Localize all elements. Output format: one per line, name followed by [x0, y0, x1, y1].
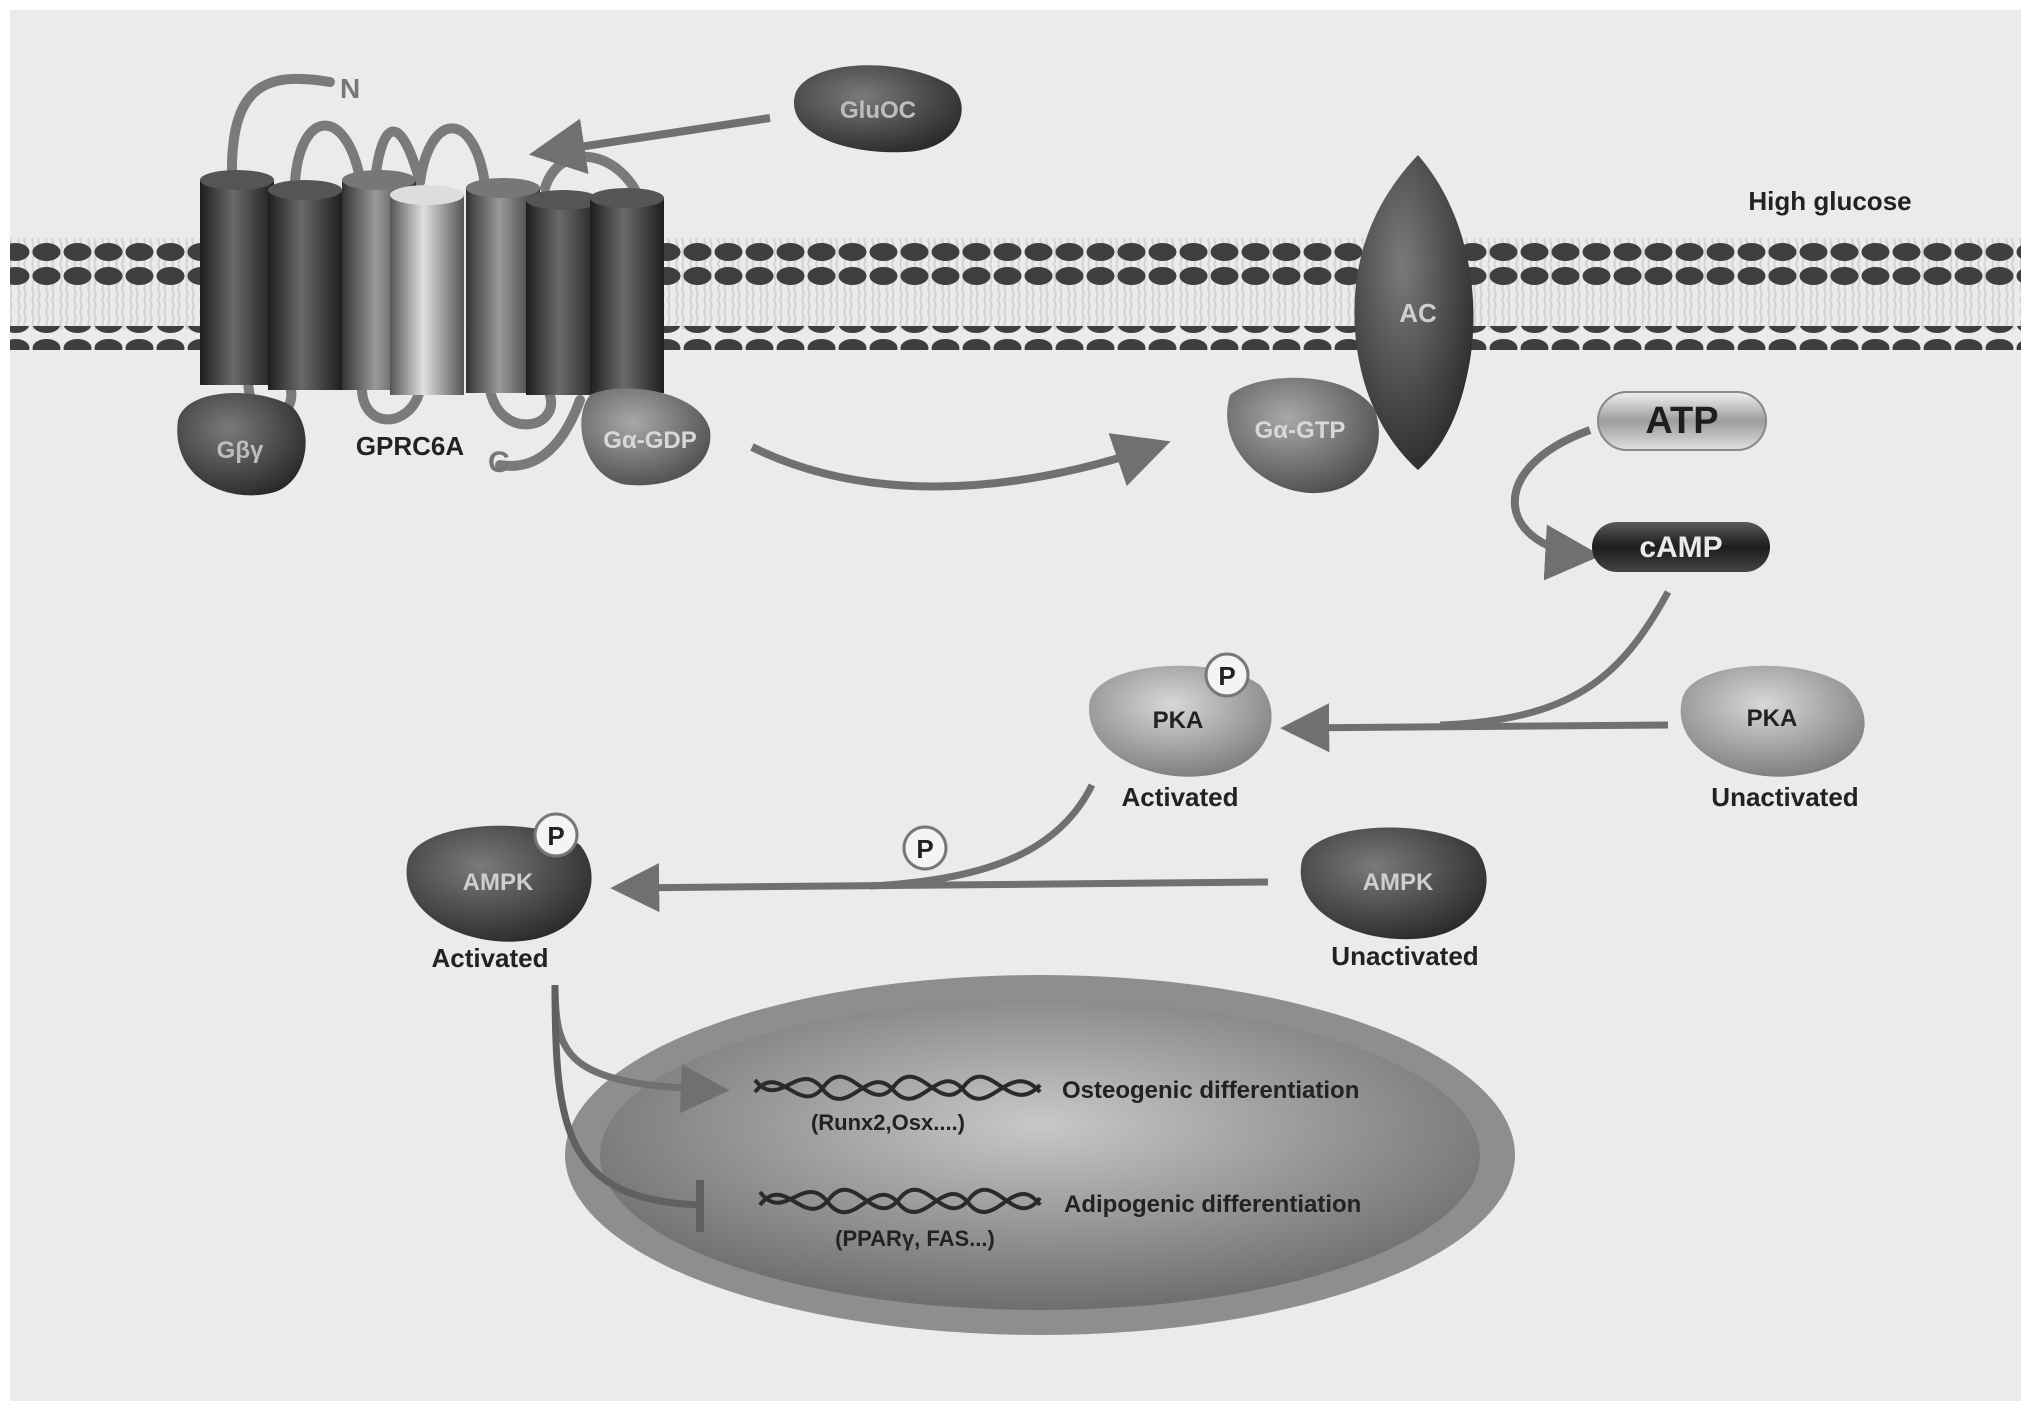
- pka-unactivated: [1680, 665, 1865, 777]
- pka-inactive-label: PKA: [1747, 705, 1798, 732]
- ampk-active-state: Activated: [431, 943, 548, 973]
- adipogenic-genes: (PPARγ, FAS...): [835, 1226, 995, 1251]
- osteogenic-genes: (Runx2,Osx....): [811, 1110, 965, 1135]
- adipogenic-inhibit-line: [551, 984, 701, 1209]
- pka-phospho-badge: P: [1204, 652, 1250, 698]
- adenylyl-cyclase: [1354, 155, 1474, 470]
- c-terminus-label: C: [488, 446, 510, 479]
- g-alpha-translocation-arrow: [750, 433, 1171, 491]
- gby-label: Gβγ: [217, 437, 264, 464]
- ga-gtp-label: Gα-GTP: [1255, 417, 1346, 444]
- atp-label: ATP: [1645, 400, 1718, 442]
- pka-active-label: PKA: [1153, 707, 1204, 734]
- g-alpha-gdp: [581, 388, 711, 486]
- pka-activation-arrow: [1280, 703, 1669, 753]
- ga-gdp-label: Gα-GDP: [603, 427, 696, 454]
- svg-text:P: P: [547, 821, 564, 851]
- ampk-inactive-state: Unactivated: [1331, 941, 1478, 971]
- n-terminus-label: N: [340, 73, 360, 104]
- camp-pill: [1592, 522, 1770, 572]
- osteogenic-dna-icon: [753, 1074, 1042, 1101]
- gprc6a-receptor: [200, 170, 664, 395]
- gluoc-molecule: [793, 65, 962, 153]
- adipogenic-label: Adipogenic differentiation: [1064, 1191, 1361, 1218]
- ampk-activation-arrow: [610, 863, 1269, 913]
- adipogenic-dna-icon: [758, 1187, 1042, 1215]
- camp-label: cAMP: [1639, 531, 1722, 564]
- g-alpha-gtp: [1227, 377, 1379, 494]
- ampk-active-label: AMPK: [463, 869, 534, 896]
- nucleus: [565, 975, 1515, 1335]
- gluoc-label: GluOC: [840, 97, 916, 124]
- ampk-unactivated: [1300, 827, 1487, 940]
- ampk-phospho-badge: P: [533, 812, 579, 858]
- gluoc-binding-arrow: [528, 114, 771, 174]
- g-beta-gamma: [177, 393, 306, 496]
- ac-label: AC: [1399, 298, 1437, 328]
- camp-activation-curve: [1439, 590, 1672, 729]
- atp-to-camp-arrow: [1511, 426, 1602, 581]
- gprc6a-label: GPRC6A: [356, 431, 465, 461]
- ampk-inactive-label: AMPK: [1363, 869, 1434, 896]
- pka-inactive-state: Unactivated: [1711, 782, 1858, 812]
- svg-text:P: P: [916, 834, 933, 864]
- svg-text:P: P: [1218, 661, 1235, 691]
- atp-pill: [1597, 391, 1767, 451]
- transfer-phospho-badge: P: [902, 825, 948, 871]
- high-glucose-label: High glucose: [1748, 186, 1911, 216]
- osteogenic-label: Osteogenic differentiation: [1062, 1077, 1359, 1104]
- pka-active-state: Activated: [1121, 782, 1238, 812]
